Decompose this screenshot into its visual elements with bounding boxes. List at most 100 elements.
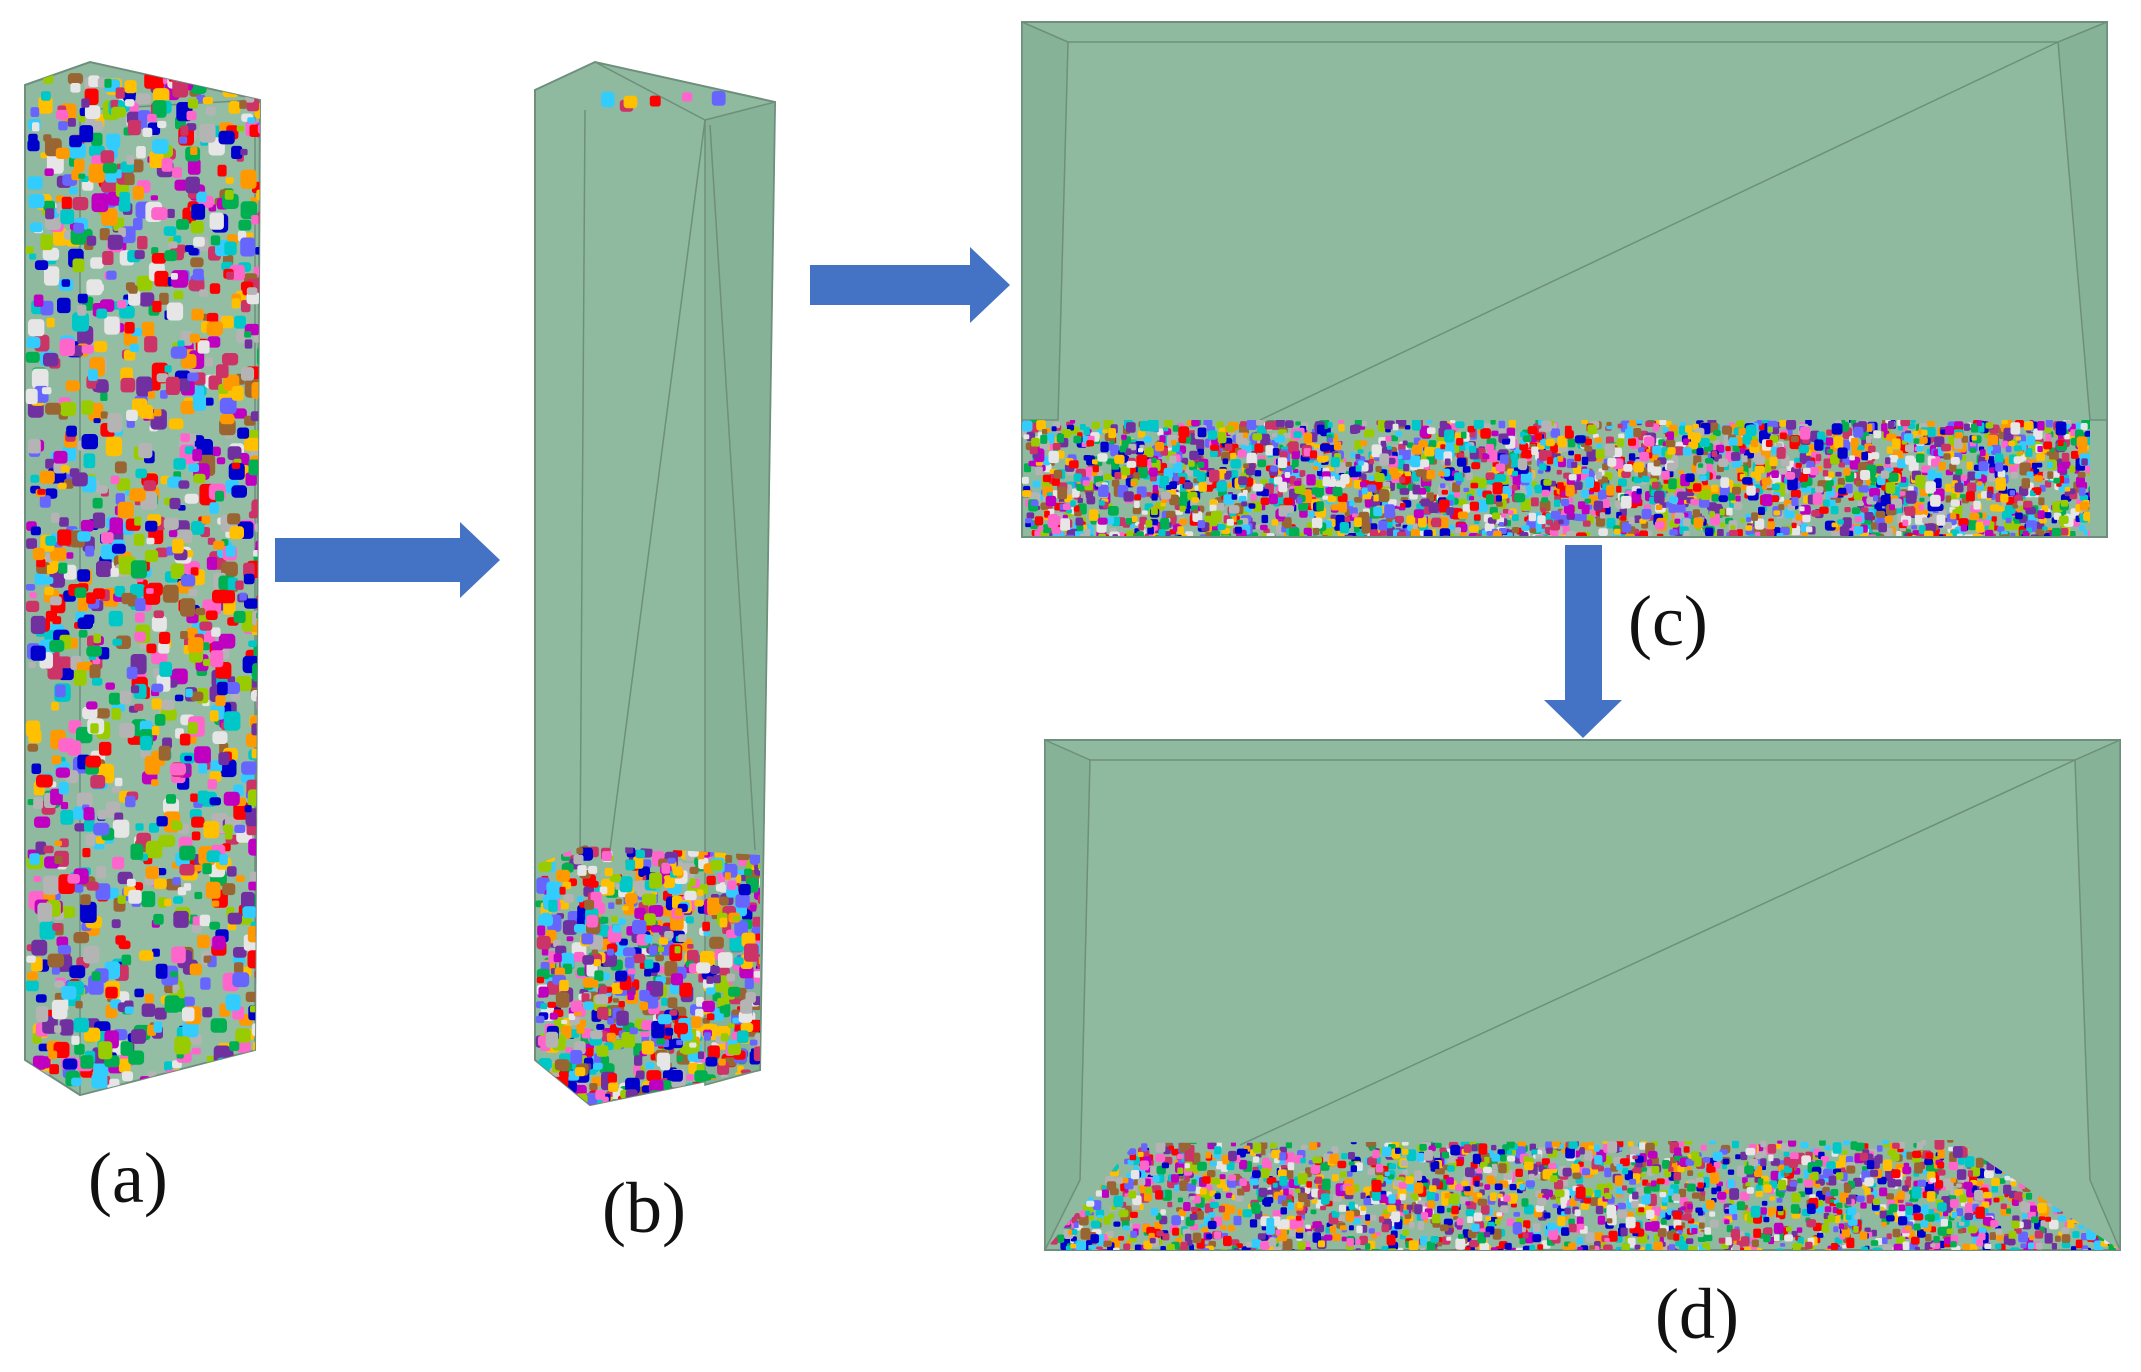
particle (57, 529, 72, 546)
particle (562, 920, 578, 935)
particle (1375, 466, 1382, 473)
particle (627, 968, 636, 975)
particle (38, 96, 53, 114)
particle (2057, 463, 2066, 474)
particle (1888, 420, 1895, 430)
particle (1260, 497, 1270, 505)
particle (1178, 518, 1188, 526)
particle (134, 516, 142, 526)
particle (177, 887, 187, 896)
particle (1470, 482, 1479, 489)
particle (1380, 440, 1387, 447)
particle (644, 968, 652, 977)
particle (145, 520, 158, 532)
particle (1669, 529, 1678, 536)
particle (66, 425, 77, 437)
particle (591, 949, 598, 955)
particle (1779, 432, 1787, 440)
particle (124, 173, 135, 186)
particle (191, 521, 205, 535)
particle (39, 470, 55, 484)
particle (44, 266, 60, 286)
particle (159, 292, 169, 305)
particle (182, 1100, 193, 1108)
particle (651, 981, 664, 997)
particle (145, 840, 163, 859)
particle (237, 427, 250, 439)
particle (48, 1050, 58, 1060)
particle (1880, 495, 1891, 507)
particle (2013, 445, 2023, 452)
particle (1530, 497, 1539, 507)
particle (1260, 433, 1270, 446)
particle (1911, 538, 1918, 548)
particle (1426, 469, 1436, 480)
particle (731, 1009, 740, 1016)
particle (93, 283, 104, 292)
particle (1918, 504, 1924, 511)
particle (185, 176, 200, 194)
particle (231, 485, 247, 498)
particle (625, 846, 634, 854)
particle (259, 967, 260, 984)
particle (90, 120, 104, 132)
particle (1438, 427, 1446, 438)
particle (624, 893, 638, 904)
particle (180, 631, 188, 640)
particle (2085, 464, 2090, 474)
particle (148, 823, 159, 833)
particle (246, 287, 258, 295)
particle (182, 996, 195, 1007)
particle (1283, 497, 1293, 506)
particle (239, 100, 247, 109)
particle (1373, 506, 1383, 517)
particle (676, 1055, 683, 1062)
particle (743, 1087, 752, 1094)
particle (1025, 518, 1033, 524)
particle (69, 965, 86, 979)
particle (553, 939, 561, 948)
particle (1704, 458, 1714, 465)
particle (230, 693, 241, 701)
particle (1740, 518, 1746, 523)
particle (25, 720, 41, 737)
particle (1387, 522, 1393, 529)
particle (1134, 494, 1142, 501)
particle (1954, 482, 1964, 493)
particle (568, 1013, 576, 1020)
particle (155, 547, 169, 558)
column-b-side-face (704, 101, 776, 1086)
particle (1918, 436, 1928, 444)
particle (583, 1001, 594, 1010)
particle (696, 962, 711, 974)
particle (209, 212, 224, 230)
particle (1035, 466, 1043, 476)
particle (241, 891, 255, 909)
particle (79, 125, 94, 143)
particle (187, 158, 201, 175)
particle (1794, 535, 1802, 536)
particle (540, 1104, 556, 1105)
particle (81, 434, 98, 450)
particle (1659, 420, 1667, 425)
particle (1439, 420, 1448, 428)
particle (1778, 504, 1785, 511)
particle (199, 914, 211, 927)
particle (684, 890, 697, 901)
particle (1490, 420, 1496, 425)
panel-a-column (24, 60, 262, 1108)
particle (130, 843, 144, 860)
particle (1910, 420, 1916, 424)
particle (595, 1089, 606, 1100)
particle (114, 461, 127, 474)
particle (761, 963, 774, 980)
particle (1845, 483, 1853, 494)
particle (1363, 429, 1375, 438)
particle (105, 986, 118, 999)
particle (664, 931, 674, 939)
particle (29, 853, 40, 865)
particle (1046, 538, 1056, 545)
particle (153, 409, 162, 417)
particle (738, 884, 751, 896)
particle (231, 462, 241, 469)
